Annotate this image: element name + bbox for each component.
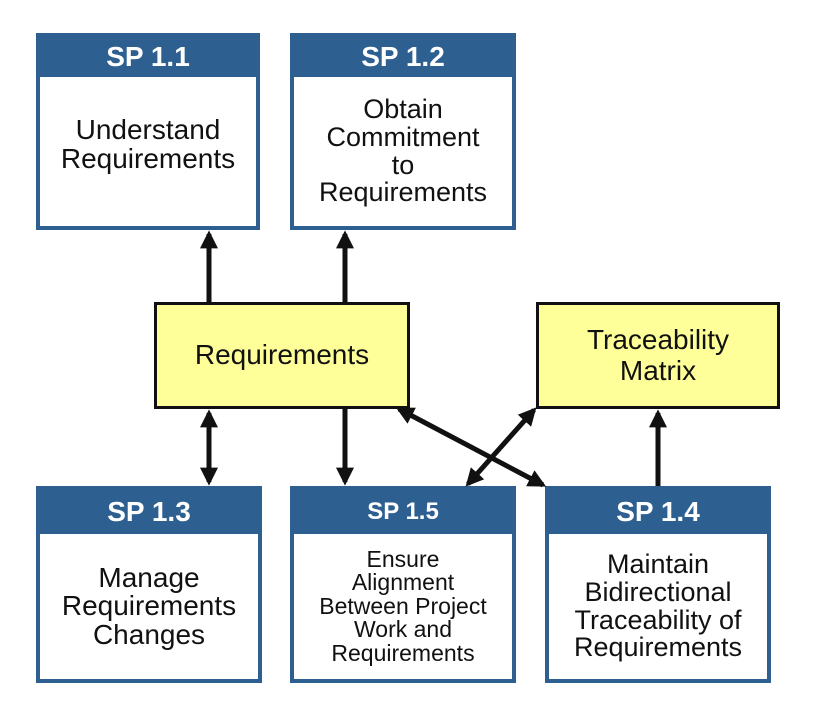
- sp-1-3-title: Manage Requirements Changes: [61, 561, 237, 650]
- sp-1-3-id: SP 1.3: [40, 490, 258, 534]
- sp-1-1-id: SP 1.1: [40, 37, 256, 77]
- traceability-matrix-artifact: Traceability Matrix: [536, 302, 780, 409]
- arrow-matrix-sp15: [465, 407, 537, 487]
- sp-1-4-title: Maintain Bidirectional Traceability of R…: [573, 549, 743, 663]
- sp-1-3-box: SP 1.3 Manage Requirements Changes: [36, 486, 262, 683]
- sp-1-2-box: SP 1.2 Obtain Commitment to Requirements: [290, 33, 516, 230]
- sp-1-5-box: SP 1.5 Ensure Alignment Between Project …: [290, 486, 516, 683]
- sp-1-4-id: SP 1.4: [549, 490, 767, 534]
- requirements-artifact: Requirements: [154, 302, 410, 409]
- sp-1-1-title: Understand Requirements: [60, 113, 236, 174]
- sp-1-5-id: SP 1.5: [294, 490, 512, 534]
- sp-1-2-title: Obtain Commitment to Requirements: [318, 94, 488, 208]
- sp-1-4-box: SP 1.4 Maintain Bidirectional Traceabili…: [545, 486, 771, 683]
- sp-1-2-id: SP 1.2: [294, 37, 512, 77]
- sp-1-1-box: SP 1.1 Understand Requirements: [36, 33, 260, 230]
- sp-1-5-title: Ensure Alignment Between Project Work an…: [319, 545, 487, 666]
